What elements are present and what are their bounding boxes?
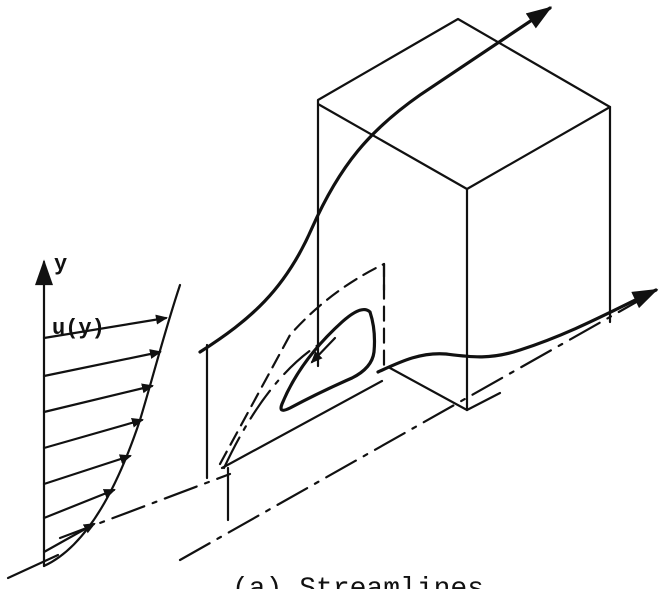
profile-arrow bbox=[42, 383, 154, 414]
profile-arrow bbox=[42, 417, 144, 450]
profile-arrow bbox=[42, 454, 132, 486]
ground-arrow-start bbox=[6, 553, 60, 580]
upper-streamline bbox=[198, 6, 553, 354]
building-base-left bbox=[388, 366, 469, 412]
building-block bbox=[316, 17, 612, 412]
building-base-right bbox=[465, 391, 502, 412]
profile-arrows bbox=[42, 314, 168, 554]
profile-arrow bbox=[42, 349, 162, 378]
figure-caption: (a) Streamlines bbox=[232, 574, 484, 589]
profile-label: u(y) bbox=[52, 316, 105, 341]
profile-arrow bbox=[42, 522, 96, 554]
y-axis-label: y bbox=[54, 252, 67, 277]
building-top-face bbox=[316, 17, 612, 191]
lower-streamline bbox=[376, 288, 659, 374]
profile-arrow bbox=[42, 488, 116, 520]
velocity-profile bbox=[6, 259, 182, 580]
streamlines bbox=[198, 6, 659, 374]
ground-reference-line bbox=[220, 379, 384, 470]
ground-centerline-lower bbox=[178, 298, 642, 562]
vortex-inner-arrow bbox=[310, 336, 337, 364]
recirculation-vortex bbox=[279, 308, 377, 412]
profile-arrow bbox=[42, 314, 168, 340]
recirculation-streamline bbox=[222, 343, 320, 470]
separation-region bbox=[205, 262, 386, 480]
separation-plane-outline bbox=[218, 262, 386, 466]
